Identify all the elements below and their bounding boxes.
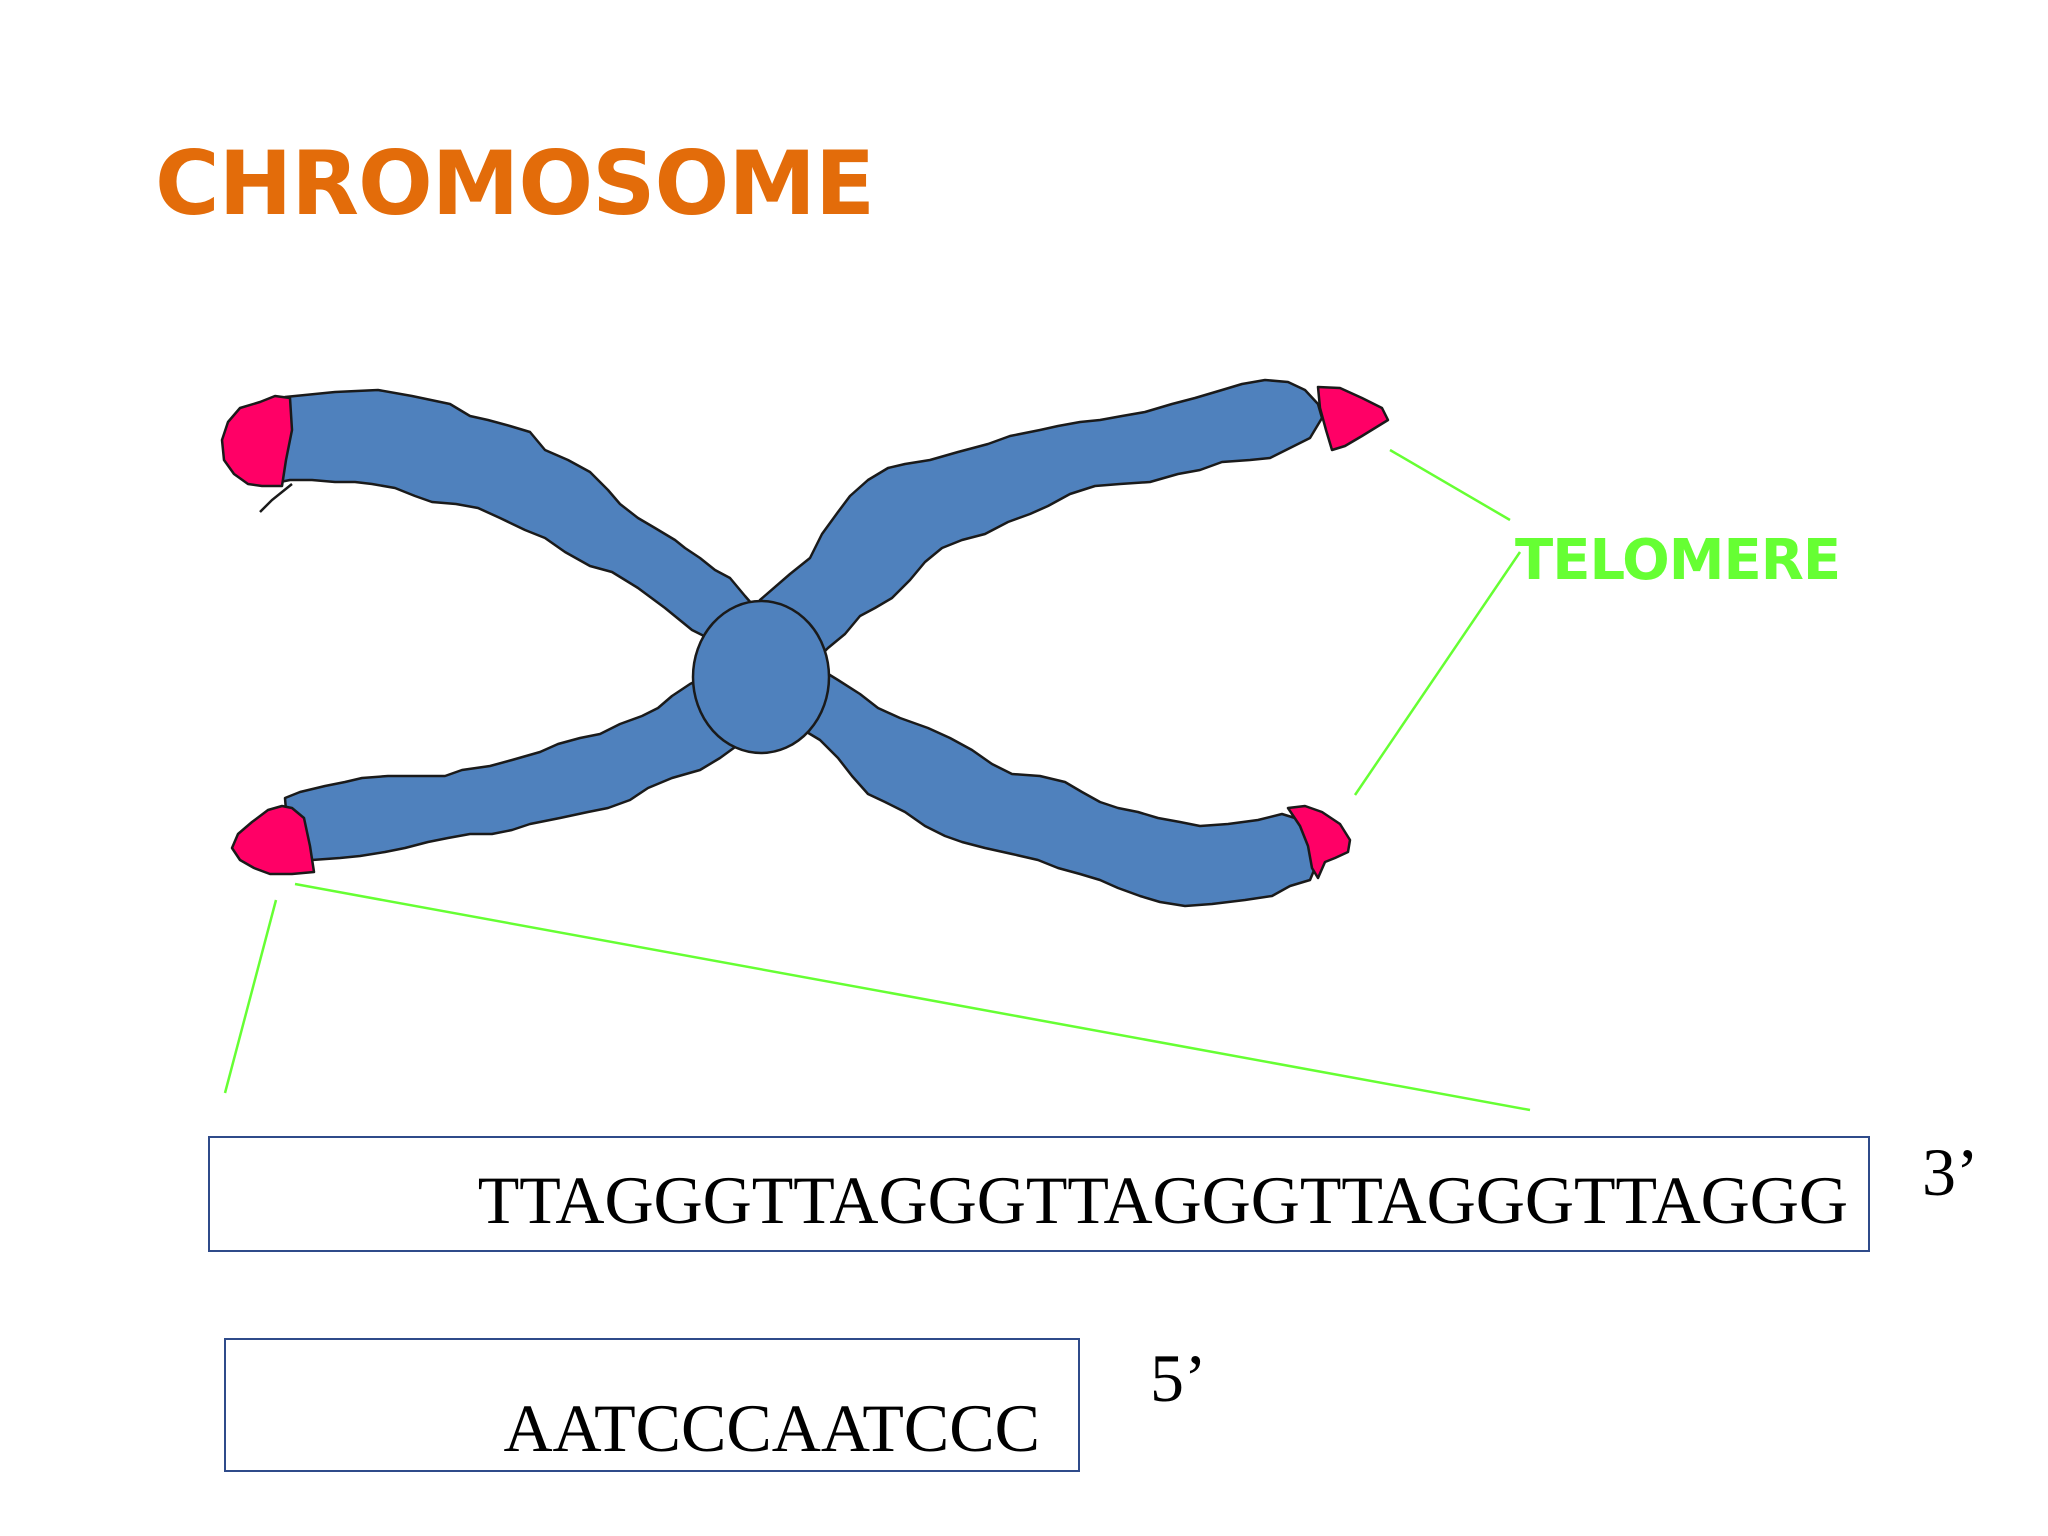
- callout-line-telomere-upper: [1389, 448, 1511, 522]
- strand-bottom-end-label: 5’: [1150, 1340, 1207, 1416]
- telomere-cap-lower-right: [1286, 804, 1352, 880]
- chromatid-arm-upper-right: [758, 378, 1324, 666]
- strand-top-end-label: 3’: [1922, 1134, 1979, 1210]
- telomere-caps: [220, 385, 1390, 880]
- strand-top-sequence: TTAGGGTTAGGGTTAGGGTTAGGGTTAGGG: [477, 1162, 1848, 1238]
- telomere-cap-lower-left: [230, 804, 316, 876]
- chromatid-arm-lower-right: [778, 662, 1317, 908]
- telomere-label: TELOMERE: [1515, 528, 1841, 593]
- strand-bottom-sequence: AATCCCAATCCC: [503, 1390, 1040, 1466]
- diagram-title: CHROMOSOME: [155, 132, 875, 235]
- callout-lines: [223, 448, 1531, 1112]
- telomere-cap-upper-right: [1316, 385, 1390, 452]
- strand-bottom-box: AATCCCAATCCC: [224, 1338, 1080, 1472]
- chromatid-thread: [259, 483, 293, 513]
- centromere: [691, 599, 831, 755]
- strand-top-box: TTAGGGTTAGGGTTAGGGTTAGGGTTAGGG: [208, 1136, 1870, 1252]
- zoom-line-left: [223, 899, 278, 1094]
- chromatid-arm-lower-left: [283, 674, 744, 864]
- callout-line-telomere-lower: [1353, 551, 1522, 796]
- telomere-cap-upper-left: [220, 394, 294, 488]
- chromosome: [278, 378, 1324, 908]
- zoom-line-right: [294, 882, 1531, 1112]
- chromatid-arm-upper-left: [278, 388, 754, 642]
